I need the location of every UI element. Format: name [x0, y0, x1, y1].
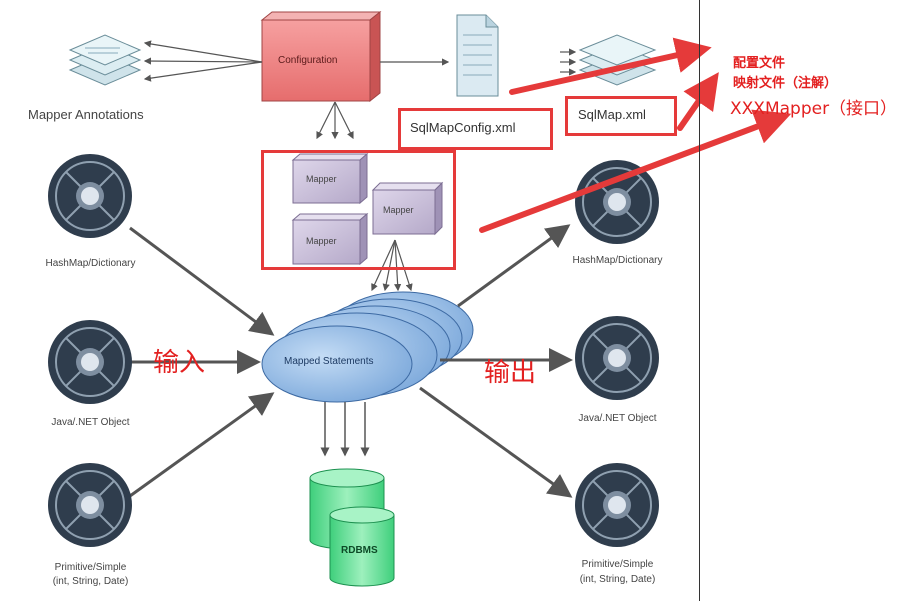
input-node-primitive-icon [48, 463, 132, 547]
db-arrows [320, 402, 370, 457]
input-node-hashmap-icon [48, 154, 132, 238]
sqlmap-label: SqlMap.xml [578, 107, 646, 122]
mapper-label-2: Mapper [306, 236, 337, 246]
red-annotation-arrows [479, 37, 792, 233]
rdbms-label: RDBMS [341, 545, 378, 556]
mapper-label-1: Mapper [306, 174, 337, 184]
mapper-group-highlight-box [261, 150, 456, 270]
configuration-box [260, 10, 382, 103]
output-node-hashmap-icon [575, 160, 659, 244]
mapper-label-3: Mapper [383, 205, 414, 215]
sqlmapconfig-highlight-box [398, 108, 553, 150]
input-primitive-label-1: Primitive/Simple [54, 562, 127, 573]
sqlmap-highlight-box [565, 96, 677, 136]
mapper-box-2 [291, 212, 369, 266]
mapper-arrows [371, 239, 413, 292]
config-document-icon [456, 14, 499, 97]
config-file-annotation: 配置文件 [733, 56, 786, 71]
output-object-label: Java/.NET Object [578, 413, 657, 424]
output-annotation: 输出 [484, 358, 537, 388]
output-node-primitive-icon [575, 463, 659, 547]
output-primitive-label-2: (int, String, Date) [579, 574, 656, 585]
mapper-box-1 [291, 152, 369, 205]
output-node-object-icon [575, 316, 659, 400]
input-arrows [129, 226, 275, 498]
mapper-box-3 [371, 181, 444, 236]
input-object-label: Java/.NET Object [51, 417, 130, 428]
rdbms-database-icon [309, 468, 395, 587]
config-arrows [143, 40, 577, 140]
mapping-file-annotation: 映射文件（注解） [733, 76, 838, 91]
mapper-interface-annotation: XXXMapper（接口） [730, 99, 898, 119]
mapped-statements-label: Mapped Statements [284, 356, 374, 367]
annotations-doc-stack-icon [68, 34, 142, 86]
input-node-object-icon [48, 320, 132, 404]
input-hashmap-label: HashMap/Dictionary [45, 258, 136, 269]
output-primitive-label-1: Primitive/Simple [581, 559, 654, 570]
input-primitive-label-2: (int, String, Date) [52, 576, 129, 587]
input-annotation: 输入 [153, 348, 206, 378]
output-hashmap-label: HashMap/Dictionary [572, 255, 663, 266]
output-arrows [419, 224, 573, 498]
configuration-label: Configuration [278, 55, 338, 66]
mapped-statements-ellipses [261, 291, 474, 403]
mapper-annotations-label: Mapper Annotations [28, 107, 144, 122]
vertical-divider [699, 0, 700, 601]
sqlmapconfig-label: SqlMapConfig.xml [410, 120, 516, 135]
